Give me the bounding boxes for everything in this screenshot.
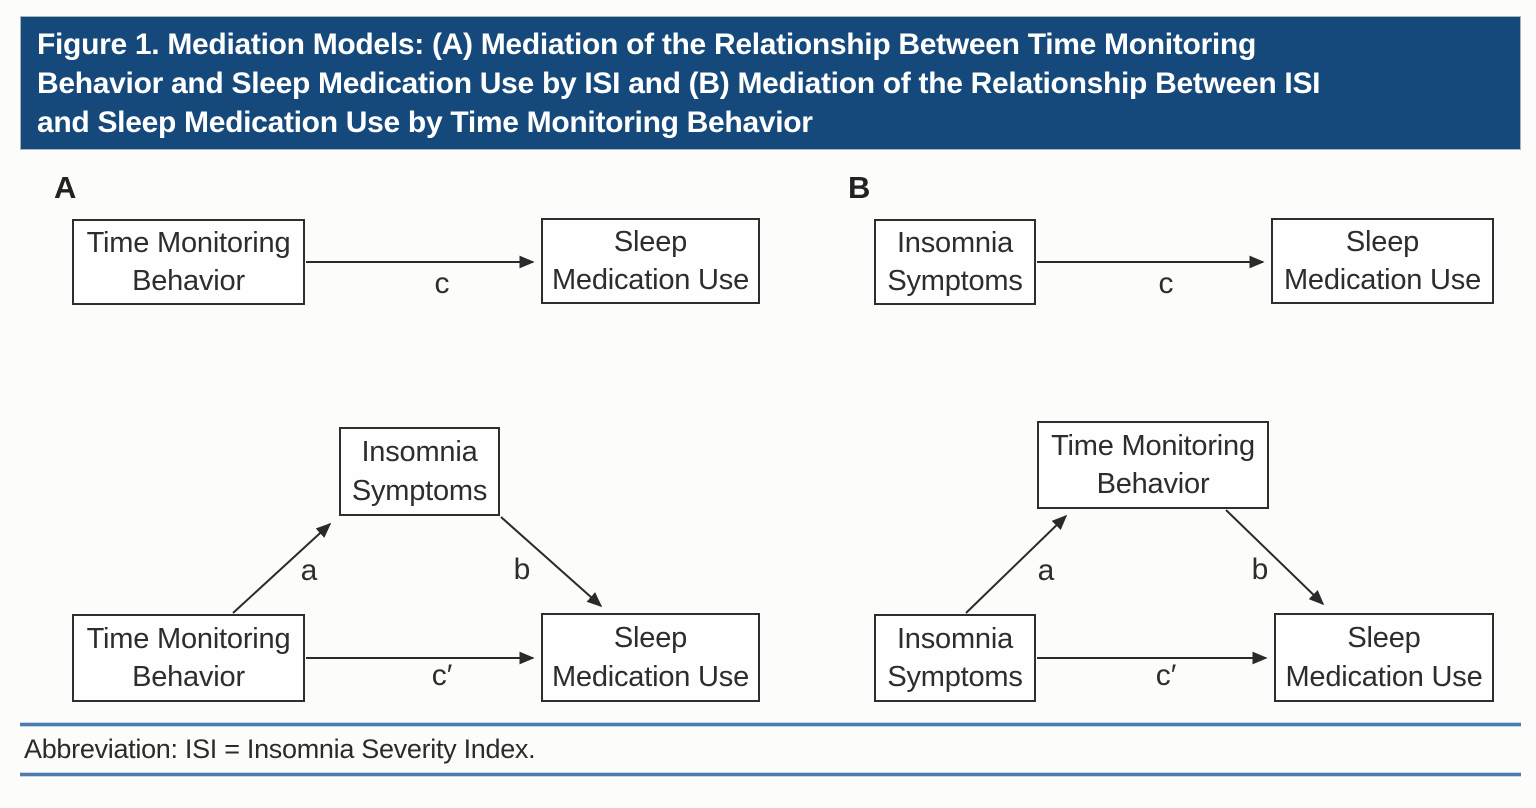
label-path-a-panel-b: a bbox=[1037, 554, 1055, 587]
box-sleep-medication-use-a-direct: Sleep Medication Use bbox=[541, 218, 760, 304]
panel-b-path-b-arrow bbox=[1225, 509, 1325, 606]
footer-divider-top bbox=[20, 723, 1521, 726]
label-path-cprime-panel-b: c′ bbox=[1155, 659, 1177, 692]
box-insomnia-symptoms-a-mediator: Insomnia Symptoms bbox=[339, 427, 500, 516]
figure-title-line-2: Behavior and Sleep Medication Use by ISI… bbox=[37, 67, 1321, 100]
label-path-c-panel-a: c bbox=[434, 267, 450, 300]
box-insomnia-symptoms-b-mediation: Insomnia Symptoms bbox=[874, 614, 1036, 702]
box-time-monitoring-behavior-a-direct: Time Monitoring Behavior bbox=[72, 219, 305, 305]
panel-a-label: A bbox=[54, 170, 77, 205]
label-path-b-panel-b: b bbox=[1251, 553, 1269, 586]
figure-title-line-1: Figure 1. Mediation Models: (A) Mediatio… bbox=[37, 28, 1256, 61]
box-sleep-medication-use-b-mediation: Sleep Medication Use bbox=[1274, 613, 1494, 702]
label-path-b-panel-a: b bbox=[513, 553, 531, 586]
box-sleep-medication-use-b-direct: Sleep Medication Use bbox=[1271, 218, 1494, 304]
label-path-a-panel-a: a bbox=[300, 554, 318, 587]
abbreviation-note: Abbreviation: ISI = Insomnia Severity In… bbox=[24, 734, 536, 764]
label-path-c-panel-b: c bbox=[1158, 267, 1174, 300]
box-time-monitoring-behavior-a-mediation: Time Monitoring Behavior bbox=[72, 614, 305, 702]
figure-title-banner: Figure 1. Mediation Models: (A) Mediatio… bbox=[20, 16, 1521, 150]
panel-b-label: B bbox=[848, 170, 871, 205]
box-sleep-medication-use-a-mediation: Sleep Medication Use bbox=[541, 613, 760, 702]
footer-divider-bottom bbox=[20, 773, 1521, 776]
box-time-monitoring-behavior-b-mediator: Time Monitoring Behavior bbox=[1037, 421, 1269, 509]
box-insomnia-symptoms-b-direct: Insomnia Symptoms bbox=[874, 219, 1036, 305]
figure-title-line-3: and Sleep Medication Use by Time Monitor… bbox=[37, 106, 813, 139]
label-path-cprime-panel-a: c′ bbox=[431, 659, 453, 692]
